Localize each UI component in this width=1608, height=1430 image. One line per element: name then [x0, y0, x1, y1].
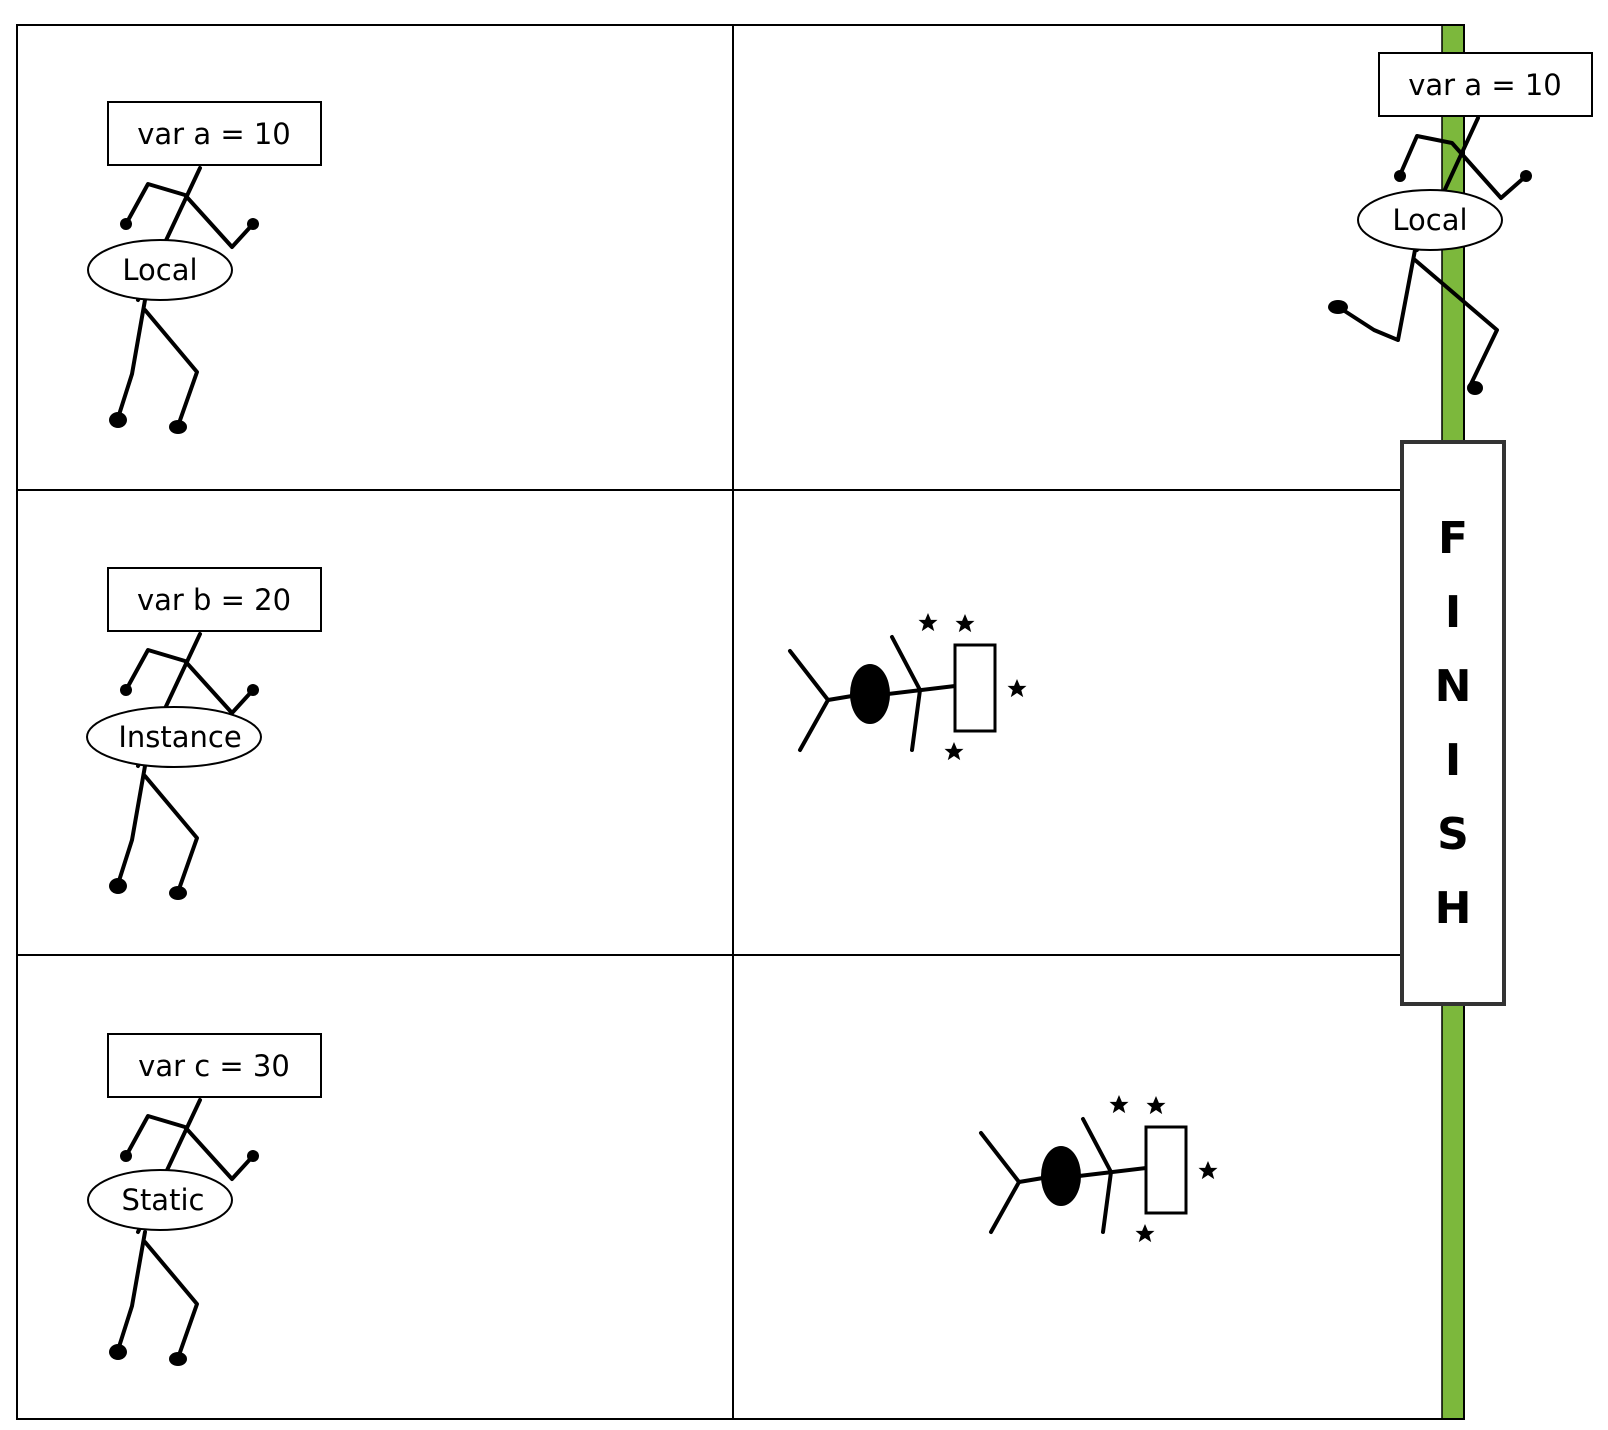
fallen-figure-static: [979, 1095, 1218, 1243]
finish-banner: F I N I S H: [1400, 440, 1506, 1006]
scope-ellipse: [87, 1169, 233, 1231]
star-icon: [1109, 1095, 1129, 1114]
variable-box: [107, 101, 322, 166]
scope-ellipse: [87, 239, 233, 301]
stick-figure-runner-icon: [107, 166, 261, 436]
star-icon: [1146, 1096, 1166, 1115]
fallen-figure-instance: [788, 613, 1027, 761]
runner-static: var c = 30 Static: [87, 1033, 322, 1368]
scope-label: Instance: [118, 720, 241, 754]
runner-local: var a = 10 Local: [87, 101, 322, 436]
variable-label: var c = 30: [138, 1049, 290, 1083]
star-icon: [1007, 679, 1027, 698]
scope-label: Static: [122, 1183, 205, 1217]
scope-ellipse: [1357, 189, 1503, 251]
variable-box: [107, 1033, 322, 1098]
variable-label: var b = 20: [137, 583, 291, 617]
finish-letter: S: [1437, 809, 1469, 860]
runner-instance: var b = 20 Instance: [86, 567, 322, 902]
scope-ellipse: [86, 706, 262, 768]
fallen-stick-figure-icon: [788, 635, 997, 752]
stick-figure-runner-icon: [107, 1098, 261, 1368]
variable-label: var a = 10: [1408, 68, 1561, 102]
star-icon: [1135, 1224, 1155, 1243]
star-icon: [944, 742, 964, 761]
star-icon: [1198, 1161, 1218, 1180]
finish-letter: H: [1435, 883, 1472, 934]
variable-label: var a = 10: [137, 117, 290, 151]
variable-box: [1378, 52, 1593, 117]
star-icon: [955, 614, 975, 633]
star-icon: [918, 613, 938, 632]
fallen-stick-figure-icon: [979, 1117, 1188, 1234]
finish-letter: F: [1438, 513, 1468, 564]
scope-label: Local: [1392, 203, 1467, 237]
stick-figure-runner-icon: [1328, 116, 1532, 395]
variable-box: [107, 567, 322, 632]
finish-letter: I: [1445, 587, 1461, 638]
finish-letter: N: [1435, 661, 1472, 712]
runner-local-finished: var a = 10 Local: [1328, 52, 1593, 395]
finish-letter: I: [1445, 735, 1461, 786]
scope-label: Local: [122, 253, 197, 287]
